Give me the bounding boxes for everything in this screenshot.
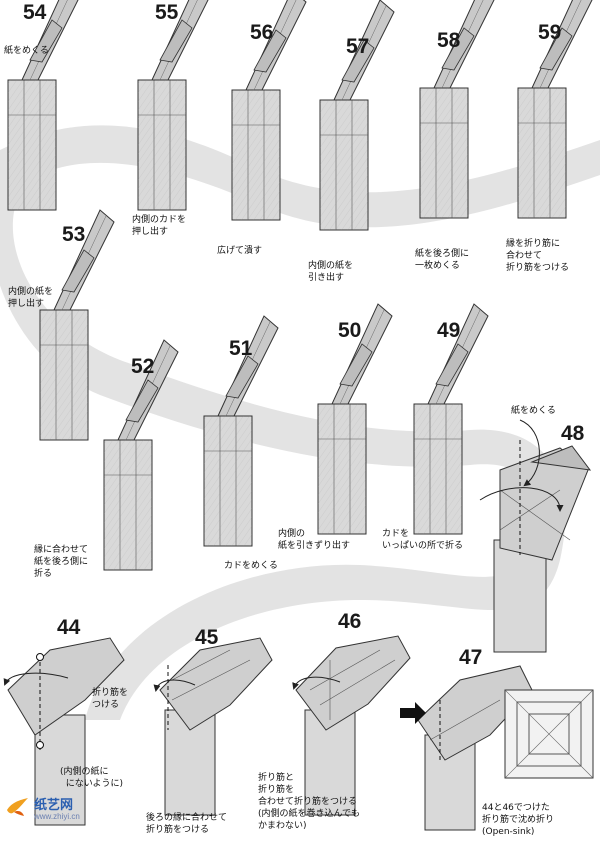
step-48-number: 48 [561,422,585,445]
step-47-caption: 44と46でつけた 折り筋で沈め折り (Open-sink) [482,803,555,837]
step-52-caption: 縁に合わせて 紙を後ろ側に 折る [34,545,89,579]
sequence-ribbon [0,125,600,720]
step-57-caption: 内側の紙を 引き出す [308,261,354,283]
step-44-figure [3,637,125,826]
step-46-caption: 折り筋と 折り筋を 合わせて折り筋をつける (内側の紙を巻き込んでも かまわない… [258,773,361,831]
step-54-caption: 紙をめくる [4,46,49,56]
watermark-text: 纸艺网 [34,798,74,813]
step-47-number: 47 [459,646,483,669]
step-53-caption: 内側の紙を 押し出す [8,287,54,309]
step-45-number: 45 [195,626,219,649]
step-50-number: 50 [338,319,362,342]
step-49-number: 49 [437,319,461,342]
step-44-caption-fold: 折り筋を つける [92,688,129,710]
step-51-caption: カドをめくる [224,561,278,571]
step-52-number: 52 [131,355,155,378]
step-56-caption: 広げて潰す [217,246,263,256]
step-54-number: 54 [23,1,47,24]
step-44-number: 44 [57,616,81,639]
step-58-caption: 紙を後ろ側に 一枚めくる [415,249,470,271]
step-53-number: 53 [62,223,86,246]
step-56-number: 56 [250,21,274,44]
step-44-caption-note: (内側の紙に にないように) [60,767,124,789]
watermark: 纸艺网 www.zhiyi.cn [4,792,124,832]
step-50-caption: 内側の 紙を引きずり出す [278,529,351,551]
step-59-caption: 縁を折り筋に 合わせて 折り筋をつける [506,239,570,273]
step-48-figure [479,419,592,653]
bird-logo-icon [7,798,28,816]
step-46-number: 46 [338,610,362,633]
step-55-caption: 内側のカドを 押し出す [132,215,187,237]
step-54-figure [7,0,83,211]
step-47-figure [400,665,594,831]
step-55-number: 55 [155,1,179,24]
step-57-number: 57 [346,35,370,58]
step-48-caption: 紙をめくる [511,406,556,416]
watermark-url: www.zhiyi.cn [34,812,80,821]
step-45-caption: 後ろの縁に合わせて 折り筋をつける [146,813,228,835]
step-59-number: 59 [538,21,562,44]
step-51-number: 51 [229,337,253,360]
step-58-number: 58 [437,29,461,52]
step-45-figure [153,637,273,816]
step-49-caption: カドを いっぱいの所で折る [382,529,464,551]
step-46-figure [292,635,411,816]
